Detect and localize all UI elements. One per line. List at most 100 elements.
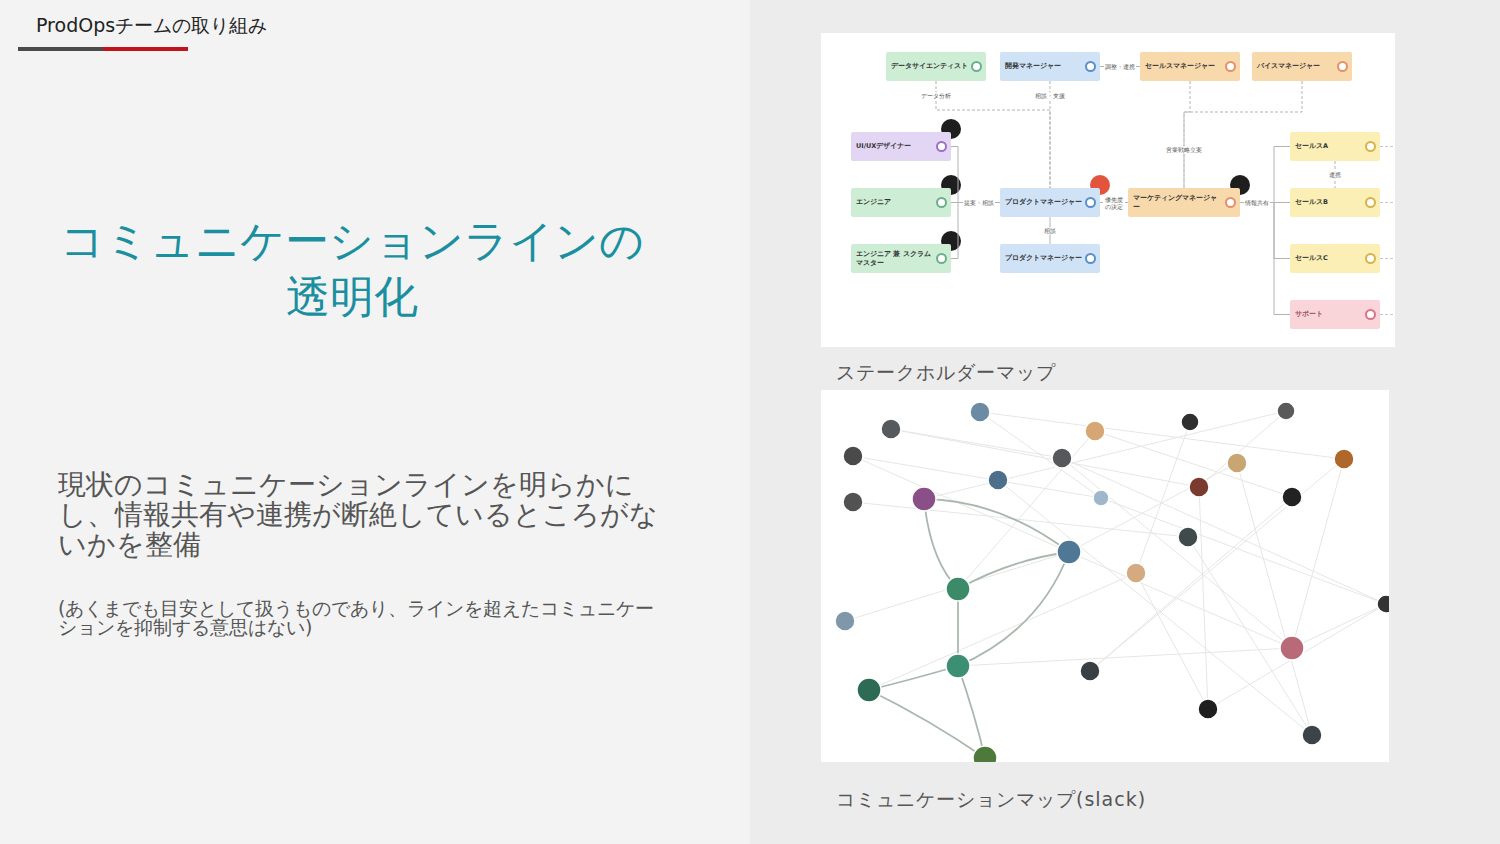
role-name: セールスB xyxy=(1295,198,1362,206)
user-avatar xyxy=(1093,490,1109,506)
connector-label: 連携 xyxy=(1328,171,1342,178)
underline-bar xyxy=(18,47,103,51)
avatar-icon xyxy=(1225,61,1236,72)
right-panel xyxy=(750,0,1500,844)
avatar-icon xyxy=(936,253,947,264)
highlight-link xyxy=(958,552,1069,589)
network-link xyxy=(853,502,1188,537)
user-avatar xyxy=(1052,448,1072,468)
dashed-stub xyxy=(1380,314,1395,315)
user-avatar xyxy=(1057,540,1081,564)
user-avatar xyxy=(970,402,990,422)
network-link xyxy=(869,573,1136,690)
connector-line xyxy=(951,203,1000,259)
highlight-link xyxy=(924,499,1069,552)
role-box: エンジニア xyxy=(851,188,951,217)
user-avatar xyxy=(1189,477,1209,497)
role-name: サポート xyxy=(1295,310,1362,318)
figure-caption: ステークホルダーマップ xyxy=(836,360,1056,386)
connector-line xyxy=(1184,81,1190,188)
avatar-icon xyxy=(1337,61,1348,72)
role-name: UI/UXデザイナー xyxy=(856,142,933,150)
note-text: (あくまでも目安として扱うものであり、ラインを超えたコミュニケーションを抑制する… xyxy=(58,599,670,637)
role-box: セールスマネージャー xyxy=(1140,52,1240,81)
user-avatar xyxy=(843,446,863,466)
role-name: セールスマネージャー xyxy=(1145,62,1222,70)
section-label: ProdOpsチームの取り組み xyxy=(36,13,267,39)
role-name: セールスC xyxy=(1295,254,1362,262)
user-avatar xyxy=(1302,725,1322,745)
avatar-icon xyxy=(1085,253,1096,264)
user-avatar xyxy=(1282,487,1302,507)
network-link xyxy=(1062,458,1292,648)
role-box: セールスB xyxy=(1290,188,1380,217)
avatar-icon xyxy=(1225,197,1236,208)
network-link xyxy=(1090,497,1292,671)
avatar-icon xyxy=(1085,61,1096,72)
connector-line xyxy=(1240,203,1290,259)
role-box: セールスC xyxy=(1290,244,1380,273)
network-link xyxy=(924,411,1286,499)
user-avatar xyxy=(1277,402,1295,420)
user-avatar xyxy=(988,470,1008,490)
user-avatar xyxy=(1181,413,1199,431)
role-box: プロダクトマネージャー xyxy=(1000,188,1100,217)
highlight-link xyxy=(924,499,958,589)
role-name: セールスA xyxy=(1295,142,1362,150)
role-name: データサイエンティスト xyxy=(891,62,968,70)
connector-label: 相談・支援 xyxy=(1034,92,1066,99)
figure-caption: コミュニケーションマップ(slack) xyxy=(836,787,1146,813)
underline-bar xyxy=(103,47,188,51)
network-link xyxy=(1069,552,1292,648)
user-avatar xyxy=(946,654,970,678)
network-link xyxy=(1199,411,1286,487)
user-avatar xyxy=(1178,527,1198,547)
user-avatar xyxy=(843,492,863,512)
user-avatar xyxy=(1334,449,1354,469)
communication-map-panel xyxy=(821,390,1389,762)
connector-line xyxy=(1240,147,1290,203)
highlight-link xyxy=(958,552,1069,666)
role-box: バイスマネージャー xyxy=(1252,52,1352,81)
network-link xyxy=(1095,431,1292,497)
stakeholder-map-panel xyxy=(821,33,1395,347)
role-name: プロダクトマネージャー xyxy=(1005,198,1082,206)
network-link xyxy=(1090,459,1344,671)
role-box: 開発マネージャー xyxy=(1000,52,1100,81)
network-link xyxy=(1208,604,1386,709)
highlight-link xyxy=(958,666,985,758)
connector-line xyxy=(951,147,1000,203)
connector-line xyxy=(1184,81,1302,188)
user-avatar xyxy=(912,487,936,511)
role-name: プロダクトマネージャー xyxy=(1005,254,1082,262)
avatar-icon xyxy=(971,61,982,72)
role-box: セールスA xyxy=(1290,132,1380,161)
avatar-icon xyxy=(1365,253,1376,264)
user-avatar xyxy=(881,419,901,439)
connector-label: 営業戦略立案 xyxy=(1165,146,1203,153)
avatar-icon xyxy=(1365,197,1376,208)
user-avatar xyxy=(1198,699,1218,719)
connector-line xyxy=(936,81,1050,188)
connector-label: 提案・相談 xyxy=(963,199,995,206)
dashed-stub xyxy=(1380,146,1395,147)
user-avatar xyxy=(1085,421,1105,441)
user-avatar xyxy=(1080,661,1100,681)
user-avatar xyxy=(835,611,855,631)
connector-label: 調整・連携 xyxy=(1104,63,1136,70)
network-link xyxy=(958,431,1095,589)
avatar-icon xyxy=(1365,309,1376,320)
user-avatar xyxy=(946,577,970,601)
network-link xyxy=(1069,463,1237,552)
role-name: エンジニア 兼 スクラムマスター xyxy=(856,250,933,267)
role-name: マーケティングマネージャー xyxy=(1133,194,1222,211)
network-link xyxy=(1188,537,1312,735)
network-link xyxy=(853,456,1069,552)
connector-label: 優先度の決定 xyxy=(1103,195,1125,209)
role-name: 開発マネージャー xyxy=(1005,62,1082,70)
network-link xyxy=(1237,463,1312,735)
highlight-link xyxy=(869,690,985,758)
